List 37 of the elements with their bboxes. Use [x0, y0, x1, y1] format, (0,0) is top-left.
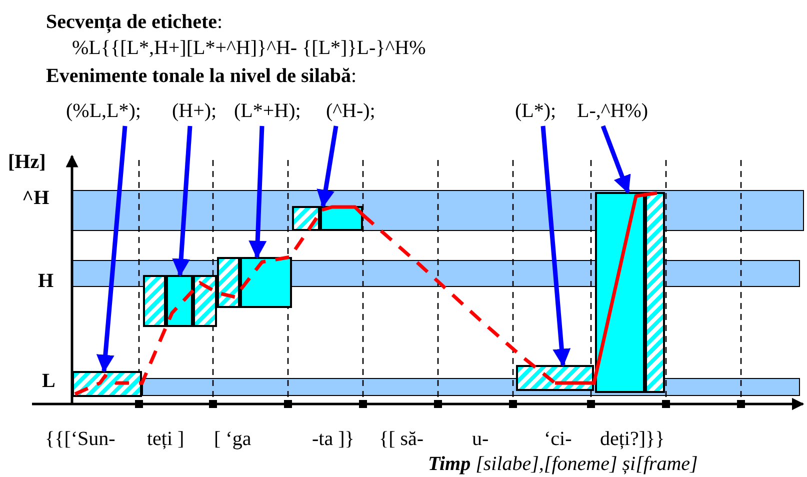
arrow [316, 126, 338, 208]
text-line: %L{{[L*,H+][L*+^H]}^H- {[L*]}L-}^H% [72, 36, 426, 60]
hatched-segment [143, 275, 166, 327]
syllable-label: {[ să- [379, 427, 424, 451]
syllable-box [516, 365, 594, 391]
hatched-segment [645, 192, 665, 393]
syllable-box [595, 192, 645, 393]
axis-label: L [42, 369, 56, 393]
syllable-label: teți ] [147, 427, 184, 451]
syllable-label: -ta ]} [312, 427, 354, 451]
arrow [248, 126, 267, 259]
syllable-label: ‘ci- [544, 427, 572, 451]
syllable-label: {{[‘Sun- [45, 427, 116, 451]
arrow [540, 126, 571, 367]
syllable-label: [ ‘ga [214, 427, 252, 451]
tone-label: (L*); [515, 99, 556, 123]
syllable-box [240, 257, 292, 308]
text-line: Evenimente tonale la nivel de silabă: [46, 64, 357, 88]
tone-label: (L*+H); [234, 99, 301, 123]
hatched-segment [217, 257, 240, 308]
axis-title: Timp [silabe],[foneme] și[frame] [428, 452, 698, 476]
arrow [172, 126, 192, 277]
syllable-label: deți?]}} [600, 427, 665, 451]
arrow [600, 125, 631, 194]
tone-label: L-,^H%) [577, 99, 648, 123]
tone-label: (^H-); [326, 99, 376, 123]
axis-label: ^H [22, 186, 50, 210]
text-line: Secvența de etichete: [46, 10, 223, 34]
syllable-box [166, 275, 193, 327]
axis-label: H [38, 269, 54, 293]
hatched-segment [292, 206, 320, 231]
syllable-label: u- [472, 427, 489, 451]
axis-label: [Hz] [8, 150, 46, 174]
tone-label: (%L,L*); [66, 99, 141, 123]
tone-label: (H+); [172, 99, 217, 123]
arrow [96, 126, 128, 373]
hatched-segment [193, 275, 217, 327]
